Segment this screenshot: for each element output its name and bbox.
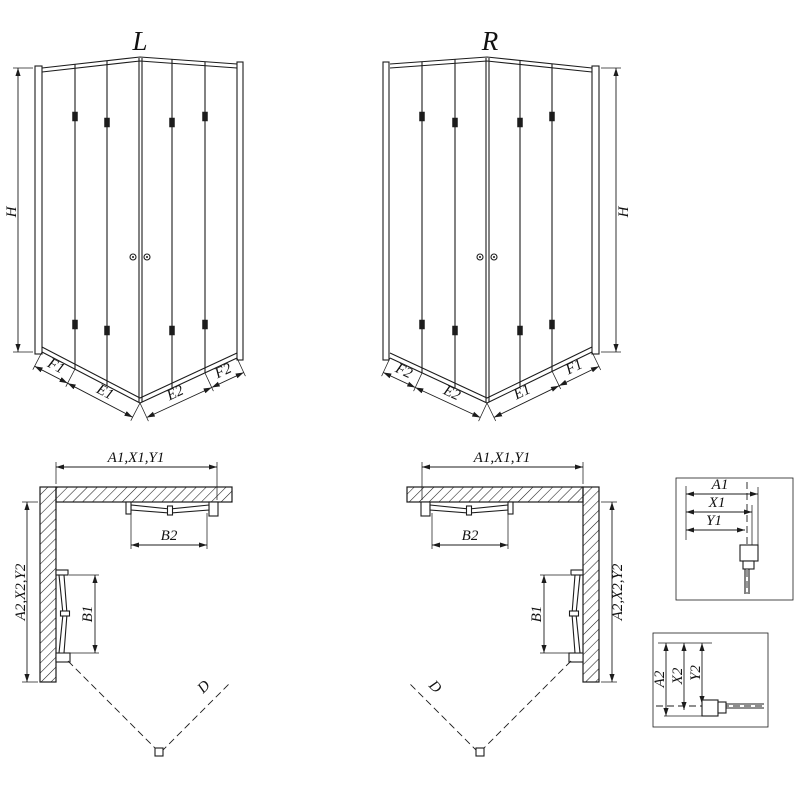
depth-dimension: A2,X2,Y2 (13, 501, 38, 683)
top-folding-door (420, 501, 514, 517)
perspective-view-right: R (381, 26, 632, 422)
fold-hinge (465, 505, 473, 516)
a2-detail-label: A2 (652, 670, 668, 688)
top-building-wall (55, 486, 233, 503)
x2-detail-label: X2 (670, 667, 686, 685)
left-view-title: L (131, 26, 147, 56)
b2-label: B2 (462, 528, 479, 544)
height-dimension: H (4, 67, 33, 353)
b1-dimension: B1 (69, 574, 99, 654)
depth-dimension: A2,X2,Y2 (601, 501, 626, 683)
door-handle (125, 501, 132, 515)
left-wall-profile (382, 61, 390, 361)
bottom-left-dimension: F1 E1 (32, 351, 141, 421)
e2-label: E2 (440, 382, 463, 404)
wall-profile-section (701, 699, 764, 717)
f1-label: F1 (44, 355, 67, 377)
a1-detail-label: A1 (711, 477, 729, 493)
door-handle (507, 501, 514, 515)
diagonal-apex (475, 747, 485, 757)
bottom-right-dimension: E1 F1 (486, 351, 602, 422)
top-folding-door (125, 501, 219, 517)
fold-hinge (166, 505, 174, 516)
e1-label: E1 (510, 382, 533, 404)
y2-detail-label: Y2 (688, 665, 704, 681)
b2-dimension: B2 (431, 513, 509, 549)
d-label: D (425, 677, 445, 697)
width-dimension-label: A1,X1,Y1 (107, 450, 165, 466)
bottom-left-dimension: F2 E2 (381, 357, 488, 422)
detail-box-border (652, 632, 769, 728)
right-wall-profile (591, 65, 600, 355)
fold-hinge (568, 610, 580, 617)
glass-panel-divisions (421, 59, 553, 388)
b2-label: B2 (161, 528, 178, 544)
b1-label: B1 (529, 606, 545, 623)
plan-view-right: A1,X1,Y1 A2,X2,Y2 B2 (406, 450, 626, 757)
f1-label: F1 (562, 357, 585, 379)
x1-detail-label: X1 (708, 495, 726, 511)
f2-label: F2 (392, 360, 415, 382)
door-pivot-profile (208, 501, 219, 517)
diagonal-opening: D (407, 660, 572, 757)
side-folding-door (568, 569, 584, 663)
hinges (72, 111, 208, 336)
diagonal-opening: D (67, 660, 232, 757)
depth-dimension-label: A2,X2,Y2 (610, 563, 626, 621)
door-pivot-profile (55, 652, 71, 663)
side-folding-door (55, 569, 71, 663)
top-frame (389, 56, 593, 69)
depth-dimension-label: A2,X2,Y2 (13, 563, 29, 621)
profile-detail-horizontal: A1 X1 Y1 (675, 477, 794, 601)
right-view-title: R (481, 26, 499, 56)
d-label: D (194, 678, 214, 698)
door-pivot-profile (420, 501, 431, 517)
h-dimension-label: H (4, 205, 20, 218)
perspective-view-left: L (4, 26, 246, 422)
right-building-wall (582, 486, 600, 683)
fold-hinge (59, 610, 71, 617)
b1-dimension: B1 (529, 574, 570, 654)
b1-label: B1 (80, 606, 96, 623)
detail-box-border (675, 477, 794, 601)
e1-label: E1 (93, 381, 116, 403)
door-knobs (129, 253, 151, 261)
left-wall-profile (34, 65, 43, 355)
h-dimension-label: H (616, 205, 632, 218)
door-handle (55, 569, 69, 576)
hinges (419, 111, 555, 336)
profile-detail-vertical: A2 X2 Y2 (652, 632, 769, 728)
door-pivot-profile (568, 652, 584, 663)
top-building-wall (406, 486, 584, 503)
plan-view-left: A1,X1,Y1 A2,X2,Y2 B2 (13, 450, 233, 757)
glass-panel-divisions (74, 59, 206, 388)
door-knobs (476, 253, 498, 261)
e2-label: E2 (163, 382, 186, 404)
y1-detail-label: Y1 (706, 513, 722, 529)
b2-dimension: B2 (130, 513, 208, 549)
door-handle (570, 569, 584, 576)
top-frame-inner (389, 60, 593, 73)
width-dimension-label: A1,X1,Y1 (473, 450, 531, 466)
width-dimension: A1,X1,Y1 (421, 450, 584, 500)
width-dimension: A1,X1,Y1 (55, 450, 218, 500)
height-dimension: H (601, 67, 632, 353)
wall-profile-section (739, 544, 759, 594)
bottom-right-dimension: E2 F2 (139, 357, 246, 422)
right-wall-profile (236, 61, 244, 361)
f2-label: F2 (211, 360, 234, 382)
diagonal-apex (154, 747, 164, 757)
left-building-wall (39, 486, 57, 683)
